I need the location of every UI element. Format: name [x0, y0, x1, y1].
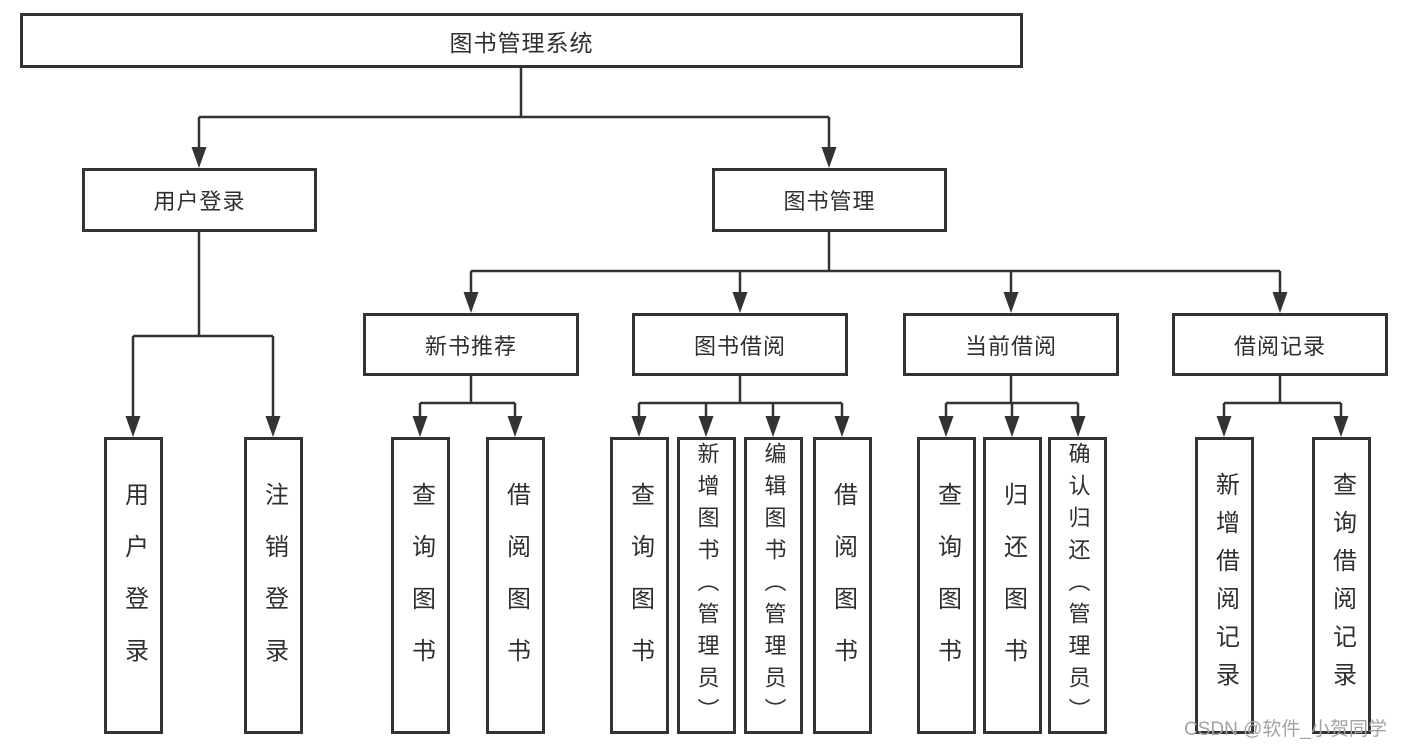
- node-system-root: 图书管理系统: [20, 13, 1023, 68]
- node-label: 新书推荐: [424, 333, 517, 359]
- leaf-borrow-books-2: 借阅图书: [813, 437, 872, 734]
- leaf-return-books: 归还图书: [983, 437, 1042, 734]
- node-book-borrowing: 图书借阅: [632, 313, 848, 376]
- leaf-logout: 注销登录: [244, 437, 303, 734]
- leaf-add-books-admin: 新增图书（管理员）: [677, 437, 736, 734]
- leaf-edit-books-admin: 编辑图书（管理员）: [744, 437, 803, 734]
- leaf-borrow-books-1: 借阅图书: [486, 437, 545, 734]
- node-label: 查询图书: [407, 481, 435, 690]
- node-label: 借阅记录: [1233, 333, 1326, 359]
- node-user-login-module: 用户登录: [82, 168, 317, 232]
- node-label: 新增借阅记录: [1211, 471, 1239, 700]
- node-label: 借阅图书: [502, 481, 530, 690]
- leaf-confirm-return-admin: 确认归还（管理员）: [1048, 437, 1107, 734]
- node-label: 编辑图书（管理员）: [761, 441, 787, 730]
- node-borrowing-records: 借阅记录: [1172, 313, 1388, 376]
- leaf-query-books-3: 查询图书: [917, 437, 976, 734]
- node-label: 查询图书: [626, 481, 654, 690]
- node-label: 归还图书: [999, 481, 1027, 690]
- node-label: 图书管理系统: [449, 29, 594, 56]
- leaf-query-books-1: 查询图书: [391, 437, 450, 734]
- node-label: 借阅图书: [829, 481, 857, 690]
- node-label: 图书管理: [783, 189, 876, 214]
- leaf-user-login: 用户登录: [104, 437, 163, 734]
- node-label: 用户登录: [153, 189, 246, 214]
- node-new-book-recommend: 新书推荐: [363, 313, 579, 376]
- node-book-management-module: 图书管理: [712, 168, 947, 232]
- node-label: 注销登录: [260, 481, 288, 690]
- node-label: 当前借阅: [964, 333, 1057, 359]
- node-label: 新增图书（管理员）: [694, 441, 720, 730]
- node-label: 确认归还（管理员）: [1065, 441, 1091, 730]
- node-label: 查询借阅记录: [1328, 471, 1356, 700]
- node-current-borrowing: 当前借阅: [903, 313, 1119, 376]
- leaf-query-books-2: 查询图书: [610, 437, 669, 734]
- arrowheads: [125, 147, 1349, 437]
- node-label: 用户登录: [120, 481, 148, 690]
- node-label: 查询图书: [933, 481, 961, 690]
- leaf-add-borrow-record: 新增借阅记录: [1195, 437, 1254, 734]
- node-label: 图书借阅: [693, 333, 786, 359]
- leaf-query-borrow-record: 查询借阅记录: [1312, 437, 1371, 734]
